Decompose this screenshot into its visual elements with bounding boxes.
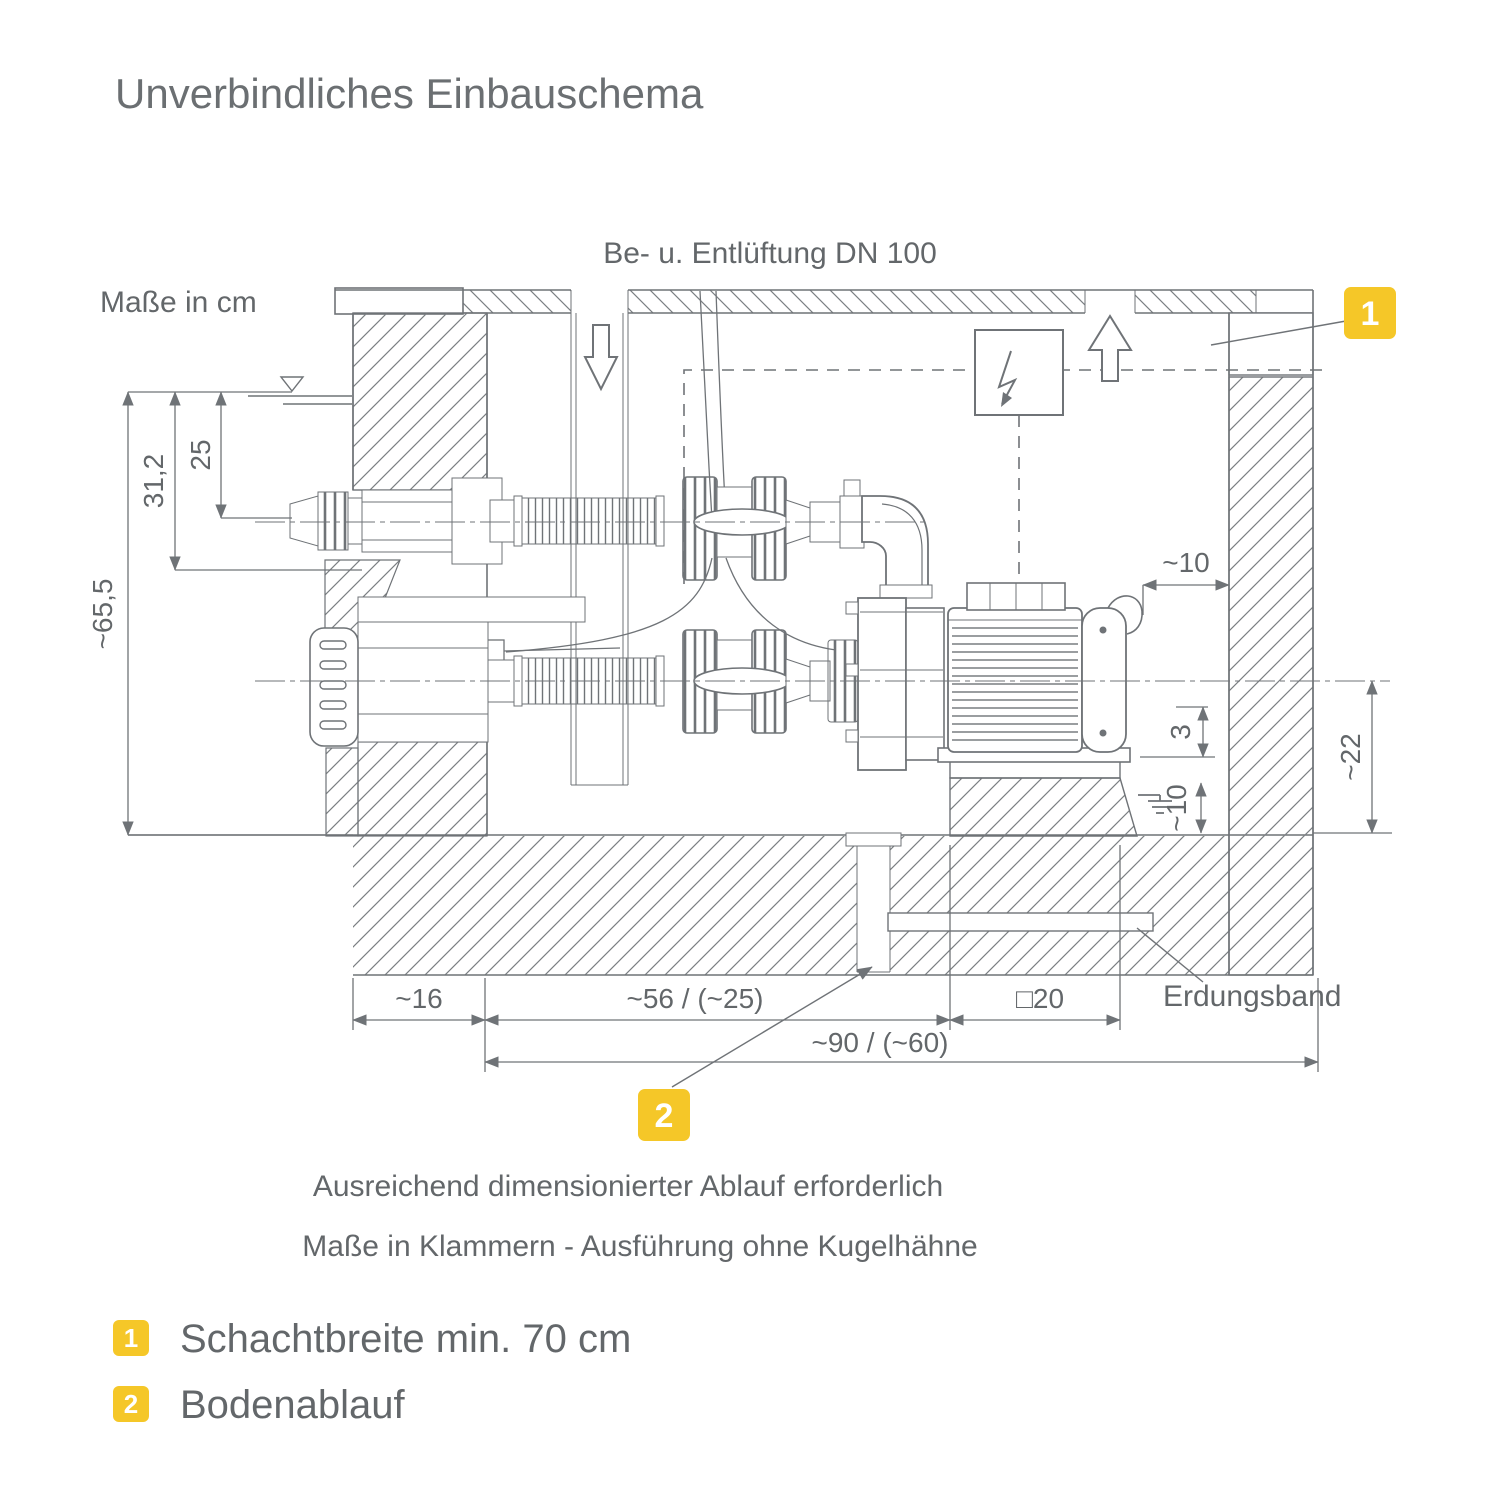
legend-badge-2: [113, 1386, 149, 1422]
badge-2: 2: [638, 1089, 690, 1141]
legend-label-2: Bodenablauf: [180, 1383, 406, 1427]
left-pool-wall: [324, 312, 488, 837]
suction-housing: [357, 621, 489, 743]
jet-nozzle: [289, 495, 319, 547]
ceiling-slab: [334, 287, 1313, 315]
dim-motor-to-wall: ~10: [1162, 547, 1210, 578]
nozzle-union-nut: [317, 491, 349, 551]
badge-1: 1: [1344, 287, 1396, 339]
legend-label-1: Schachtbreite min. 70 cm: [180, 1317, 631, 1361]
suction-grille: [309, 627, 359, 747]
dimension-lines: [122, 391, 1392, 1072]
shaft-top-opening: [1228, 312, 1314, 376]
grounding-label: Erdungsband: [1163, 980, 1341, 1013]
dim-water-to-jet: 25: [185, 439, 216, 470]
ground-symbol: [1138, 794, 1172, 814]
water-level-symbol: [248, 376, 352, 405]
note-brackets: Maße in Klammern - Ausführung ohne Kugel…: [302, 1230, 977, 1263]
legend-item-2: 2 Bodenablauf: [113, 1383, 406, 1427]
air-in-arrow: [583, 324, 619, 392]
dim-plinth-size: □20: [1016, 983, 1064, 1014]
air-out-arrow: [1087, 314, 1133, 382]
pump-plinth: [949, 759, 1138, 837]
units-note: Maße in cm: [100, 286, 257, 319]
flexible-hose-upper: [521, 497, 657, 545]
pump-inlet-flange: [857, 597, 907, 771]
pump-assembly: [845, 582, 1143, 771]
dim-wall-thickness: ~16: [395, 983, 443, 1014]
dim-axis-to-floor: ~22: [1335, 733, 1366, 781]
elbow-90: [861, 495, 929, 593]
electrical-box: [974, 329, 1064, 416]
ceiling-lintel: [334, 287, 464, 315]
badge-1-number: 1: [1361, 295, 1380, 333]
legend: 1 Schachtbreite min. 70 cm 2 Bodenablauf: [113, 1317, 631, 1427]
badge-2-number: 2: [655, 1097, 674, 1135]
dim-wall-to-pump: ~56 / (~25): [627, 983, 764, 1014]
leader-lines: [671, 320, 1347, 1088]
lifting-lug: [1107, 595, 1143, 635]
legend-item-1: 1 Schachtbreite min. 70 cm: [113, 1317, 631, 1361]
note-drain: Ausreichend dimensionierter Ablauf erfor…: [313, 1170, 943, 1203]
dim-water-to-floor: ~65,5: [87, 579, 118, 650]
dim-overall-depth: ~90 / (~60): [812, 1027, 949, 1058]
centerlines: [255, 521, 1390, 682]
motor-cooling-fins: [952, 622, 1078, 746]
ball-valve-upper: [682, 476, 791, 581]
jet-pipeline: [289, 476, 933, 599]
motor-end-cap: [1081, 607, 1127, 753]
dim-water-to-flange: 31,2: [138, 454, 169, 509]
legend-badge-1: [113, 1320, 149, 1356]
right-shaft-wall: [1228, 290, 1314, 976]
legend-badge-2-number: 2: [124, 1389, 138, 1419]
dim-base-height: 3: [1165, 724, 1196, 740]
lightning-icon: [997, 350, 1018, 407]
vent-label: Be- u. Entlüftung DN 100: [603, 237, 937, 270]
grounding-strip: [887, 912, 1154, 932]
floor-drain: [845, 832, 902, 973]
mounting-plate: [357, 596, 586, 623]
page-title: Unverbindliches Einbauschema: [115, 70, 704, 117]
shaft-floor: [128, 834, 1313, 976]
drain-cover: [845, 832, 902, 847]
legend-badge-1-number: 1: [124, 1323, 138, 1353]
dim-plinth-edge: ~10: [1161, 784, 1192, 832]
